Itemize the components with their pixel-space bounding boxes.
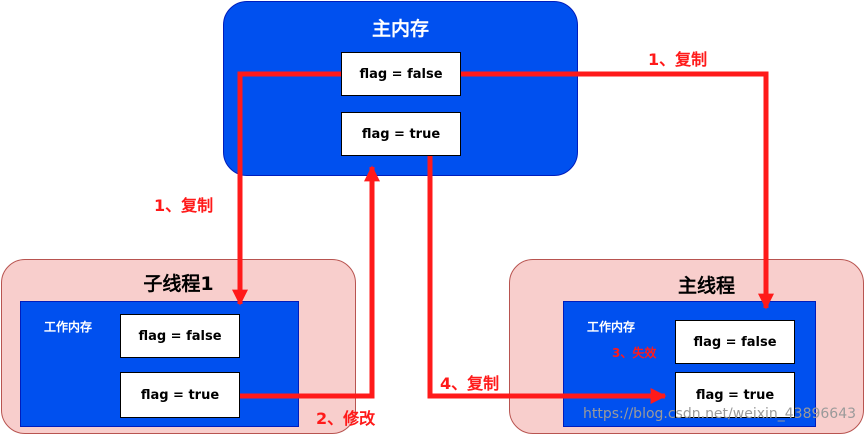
label-modify: 2、修改 — [316, 409, 376, 428]
main-work-memory-label: 工作内存 — [587, 320, 636, 334]
child-work-memory-label: 工作内存 — [44, 320, 93, 334]
main-flag-false: flag = false — [341, 52, 461, 96]
label-copy-to-main-thread: 1、复制 — [648, 50, 708, 69]
child-thread-title: 子线程1 — [143, 273, 214, 295]
main-memory-title: 主内存 — [371, 18, 429, 40]
mainthread-flag-false: flag = false — [675, 320, 795, 364]
invalidate-label: 3、失效 — [612, 346, 657, 360]
mainthread-flag-true: flag = true — [675, 372, 795, 418]
main-flag-true: flag = true — [341, 112, 461, 156]
child-flag-true: flag = true — [120, 372, 240, 418]
label-copy-to-child: 1、复制 — [154, 196, 214, 215]
watermark-text: https://blog.csdn.net/weixin_43896643 — [583, 406, 857, 422]
label-copy-back: 4、复制 — [440, 374, 500, 393]
child-flag-false: flag = false — [120, 314, 240, 358]
main-thread-title: 主线程 — [677, 275, 735, 297]
